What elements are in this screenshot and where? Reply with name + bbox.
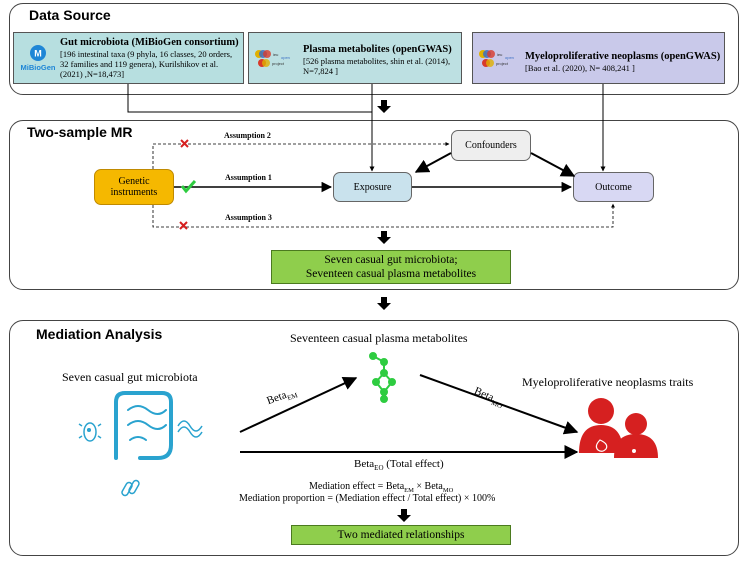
plasma-text-block: Plasma metabolites (openGWAS) [526 plasm… (303, 43, 461, 76)
down-arrow-icon (397, 509, 411, 522)
intestine-icon (114, 391, 173, 460)
beta-eo-sub: EO (374, 464, 384, 473)
down-arrow-icon (377, 100, 391, 113)
bacteria-icon (177, 420, 203, 438)
formula-sub-mo: MO (442, 487, 454, 494)
down-arrow-icons (377, 100, 411, 522)
gut-microbiota-label: Seven casual gut microbiota (62, 370, 198, 384)
mpn-text-block: Myeloproliferative neoplasms (openGWAS) … (525, 50, 725, 73)
mibiogen-logo: M MiBioGen (18, 43, 58, 75)
svg-text:ieu: ieu (497, 52, 502, 57)
source-connector-lines (127, 84, 606, 172)
check-icon (180, 179, 197, 194)
genetic-instruments-label: Genetic instruments (110, 176, 158, 198)
data-source-title: Data Source (29, 7, 111, 23)
mr-result-box: Seven casual gut microbiota; Seventeen c… (271, 250, 511, 284)
mpn-source-box: ieu open project Myeloproliferative neop… (472, 32, 725, 84)
mr-arrows (152, 142, 615, 228)
bacteria-icon (121, 479, 140, 497)
cross-icon (180, 139, 189, 148)
mediation-effect-formula: Mediation effect = BetaEM × BetaMO (309, 481, 453, 494)
exposure-label: Exposure (353, 181, 392, 193)
plasma-source-detail: [526 plasma metabolites, shin et al. (20… (303, 56, 451, 76)
cross-icon (179, 221, 188, 230)
mediation-result-box: Two mediated relationships (291, 525, 511, 545)
gut-text-block: Gut microbiota (MiBioGen consortium) [19… (60, 36, 242, 79)
mediation-arrows (239, 374, 579, 459)
formula-prefix: Mediation effect = Beta (309, 481, 405, 492)
gut-microbiota-source-box: M MiBioGen Gut microbiota (MiBioGen cons… (13, 32, 244, 84)
mediation-analysis-title: Mediation Analysis (36, 326, 163, 342)
down-arrow-icon (377, 231, 391, 244)
beta-eo-text: Beta (354, 458, 375, 470)
outcome-label: Outcome (595, 181, 632, 193)
assumption-3-label: Assumption 3 (225, 213, 272, 222)
mediation-result-text: Two mediated relationships (337, 529, 465, 541)
assumption-1-label: Assumption 1 (225, 173, 272, 182)
gut-source-detail: [196 intestinal taxa (9 phyla, 16 classe… (60, 49, 233, 79)
opengwas-icon: ieu open project (479, 50, 514, 67)
confounders-label: Confounders (465, 140, 517, 151)
mibiogen-icon: M (30, 45, 46, 61)
opengwas-icon: ieu open project (255, 50, 290, 67)
svg-text:project: project (496, 61, 509, 66)
mediation-proportion-formula: Mediation proportion = (Mediation effect… (239, 493, 496, 504)
total-effect-text: (Total effect) (386, 458, 444, 470)
mpn-source-title: Myeloproliferative neoplasms (openGWAS) (525, 51, 721, 62)
svg-text:open: open (505, 55, 514, 60)
genetic-instruments-node: Genetic instruments (94, 169, 174, 205)
gut-source-title: Gut microbiota (MiBioGen consortium) (60, 37, 239, 48)
svg-text:open: open (281, 55, 290, 60)
opengwas-logo-plasma: ieu open project (253, 48, 293, 72)
mibiogen-logo-text: MiBioGen (20, 63, 56, 72)
bacteria-icon (78, 422, 102, 442)
plasma-source-title: Plasma metabolites (openGWAS) (303, 44, 452, 55)
plasma-metabolites-label: Seventeen casual plasma metabolites (290, 331, 468, 345)
two-sample-mr-title: Two-sample MR (27, 124, 133, 140)
mr-result-line-1: Seven casual gut microbiota; (324, 254, 458, 266)
plasma-metabolites-source-box: ieu open project Plasma metabolites (ope… (248, 32, 462, 84)
molecule-icon (369, 352, 396, 403)
exposure-node: Exposure (333, 172, 412, 202)
svg-text:ieu: ieu (273, 52, 278, 57)
mpn-traits-label: Myeloproliferative neoplasms traits (522, 375, 694, 389)
svg-text:project: project (272, 61, 285, 66)
patients-icon (579, 398, 658, 458)
beta-eo-label: BetaEO (Total effect) (354, 458, 444, 472)
mpn-source-detail: [Bao et al. (2020), N= 408,241 ] (525, 63, 635, 73)
mr-result-line-2: Seventeen casual plasma metabolites (305, 268, 477, 280)
confounders-node: Confounders (451, 130, 531, 161)
assumption-2-label: Assumption 2 (224, 131, 271, 140)
svg-text:M: M (34, 49, 42, 59)
formula-times: × Beta (413, 481, 443, 492)
outcome-node: Outcome (573, 172, 654, 202)
down-arrow-icon (377, 297, 391, 310)
opengwas-logo-mpn: ieu open project (477, 48, 517, 72)
formula-sub-em: EM (404, 487, 414, 494)
